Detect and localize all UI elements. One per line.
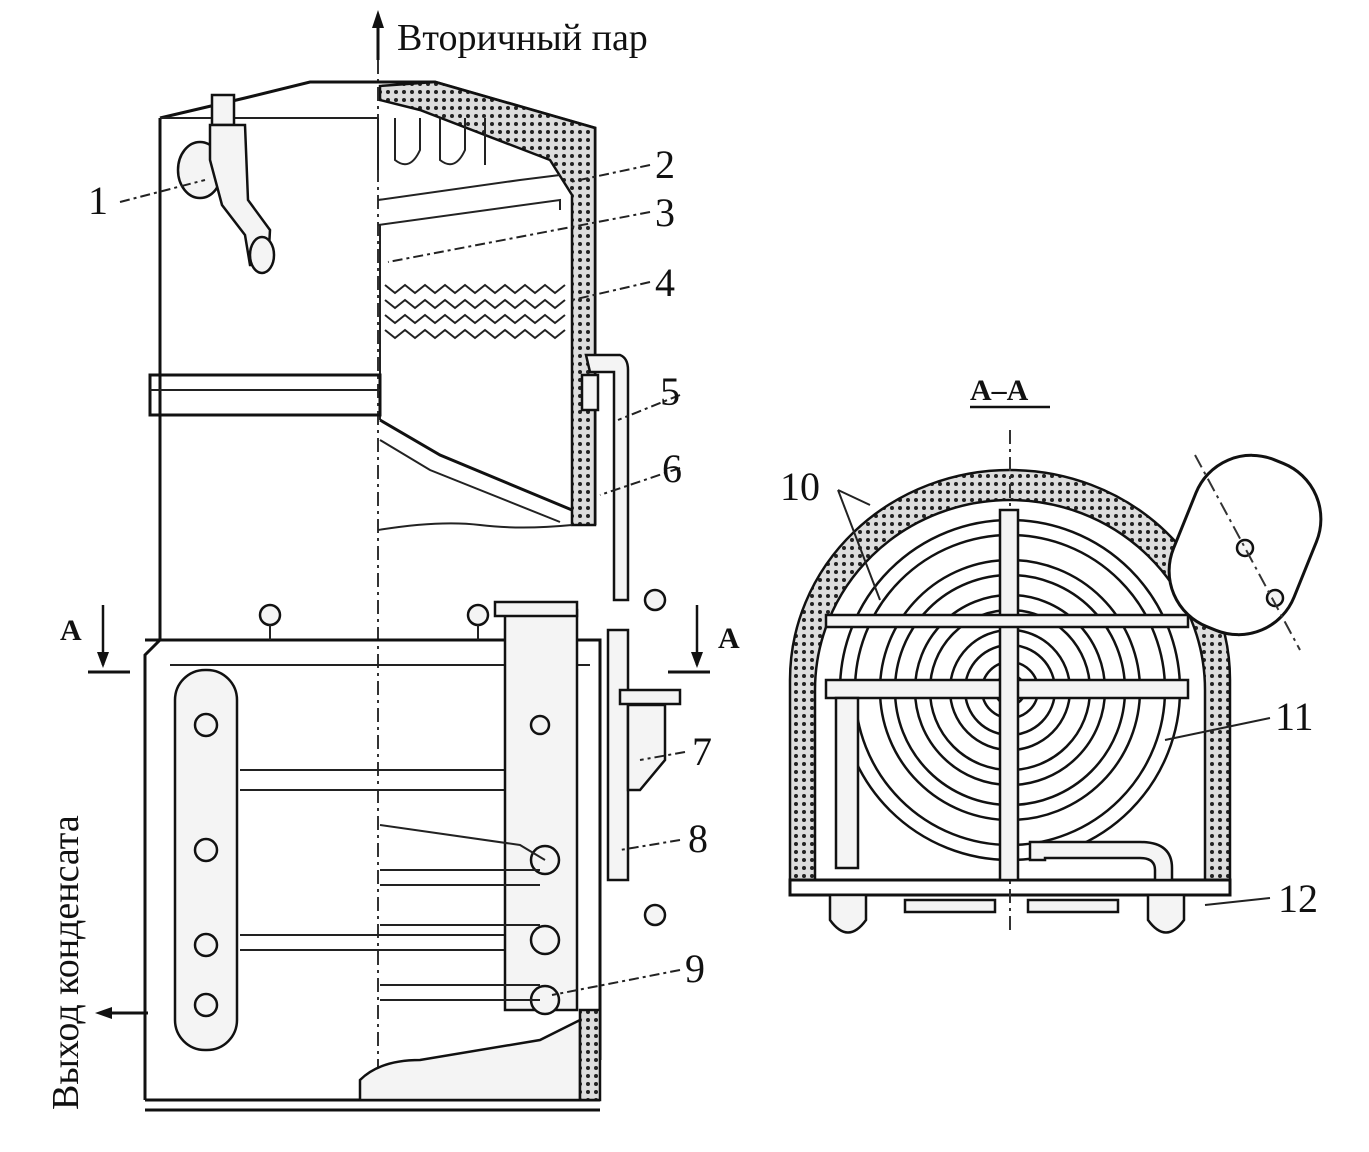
callout-6: 6 xyxy=(662,446,682,491)
upper-bar xyxy=(824,613,1190,629)
section-marker-right: А xyxy=(718,622,740,655)
left-downpipe xyxy=(834,696,860,870)
callout-7: 7 xyxy=(692,729,712,774)
heating-coils xyxy=(379,824,546,1001)
section-mark-left xyxy=(88,605,130,674)
section-mark-right xyxy=(668,605,710,674)
section-marker-left: А xyxy=(60,614,82,647)
section-title: А–А xyxy=(970,374,1029,407)
bottom-outlet xyxy=(358,1017,582,1102)
lower-valve xyxy=(643,903,667,927)
vapor-arrowhead xyxy=(372,10,384,28)
break-line xyxy=(377,522,573,531)
vertical-support xyxy=(998,508,1020,882)
section-base-plate xyxy=(788,878,1232,897)
callout-12: 12 xyxy=(1278,876,1318,921)
flange-ring xyxy=(148,373,382,417)
side-bracket xyxy=(626,703,667,792)
chevron-separator xyxy=(384,283,566,340)
callout-leaders xyxy=(119,164,686,996)
drain-funnel xyxy=(379,418,573,512)
insulation-top xyxy=(378,80,597,527)
apparatus-front-view xyxy=(88,10,710,1112)
condensate-outlet-label: Выход конденсата xyxy=(45,815,87,1110)
section-view xyxy=(788,405,1323,935)
right-foot xyxy=(1146,893,1186,934)
callout-1: 1 xyxy=(88,178,108,223)
callout-9: 9 xyxy=(685,946,705,991)
drain-funnel-inner xyxy=(379,439,561,523)
level-gauge-tube xyxy=(580,353,630,602)
callout-8: 8 xyxy=(688,816,708,861)
callout-numbers: 1 2 3 4 5 6 7 8 9 10 11 12 xyxy=(88,142,1318,991)
side-nozzle xyxy=(618,688,682,706)
sight-glass xyxy=(1167,453,1323,651)
callout-5: 5 xyxy=(660,369,680,414)
callout-4: 4 xyxy=(655,260,675,305)
callout-2: 2 xyxy=(655,142,675,187)
right-downpipe xyxy=(1028,840,1174,882)
chamber-base xyxy=(145,1098,600,1112)
separator-plate xyxy=(377,174,561,201)
section-leaders xyxy=(837,489,1271,906)
heating-chamber-shell xyxy=(143,638,602,1100)
vapor-outlet-label: Вторичный пар xyxy=(397,17,648,59)
insulated-arch xyxy=(788,468,1232,882)
separator-baffles xyxy=(377,118,486,170)
mesh-plate xyxy=(377,198,561,226)
upper-valve xyxy=(643,588,667,612)
water-gauge-glass xyxy=(606,628,630,882)
callout-11: 11 xyxy=(1275,694,1314,739)
inlet-pipe xyxy=(176,93,276,275)
insulation-bottom xyxy=(578,1008,602,1102)
callout-3: 3 xyxy=(655,190,675,235)
callout-10: 10 xyxy=(780,464,820,509)
left-foot xyxy=(828,893,868,934)
